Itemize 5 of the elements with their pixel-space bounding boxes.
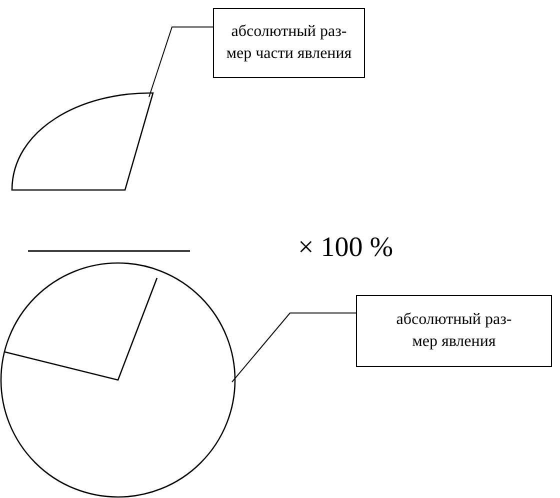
multiplier-label: × 100 % [298, 232, 394, 264]
leader-line [148, 26, 214, 98]
callout-box: абсолютный раз- мер явления [356, 295, 552, 367]
callout-box: абсолютный раз- мер части явления [213, 8, 365, 78]
leader-line [232, 312, 356, 382]
